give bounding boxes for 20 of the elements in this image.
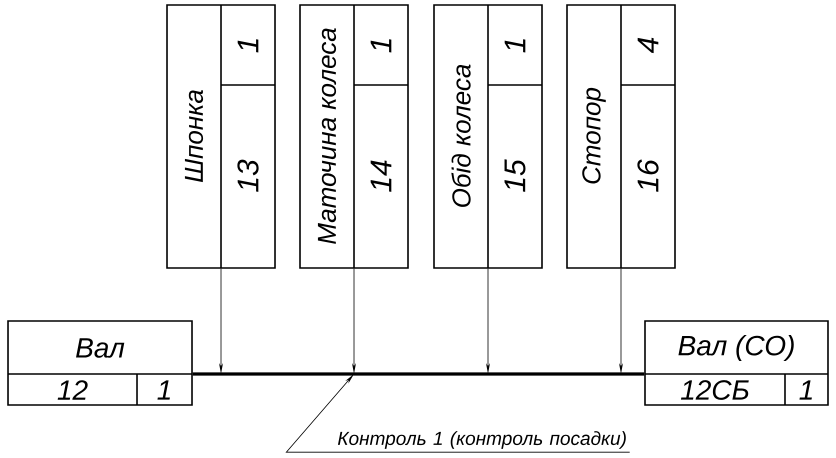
assembly-line bbox=[192, 372, 644, 376]
part-name: Шпонка bbox=[184, 90, 204, 182]
quantity: 1 bbox=[799, 380, 812, 400]
quantity: 1 bbox=[157, 380, 170, 400]
quantity: 1 bbox=[238, 39, 258, 53]
part-number: 14 bbox=[370, 160, 392, 192]
part-name: Стопор bbox=[582, 88, 606, 184]
part-name: Обід колеса bbox=[451, 64, 471, 207]
part-number: 16 bbox=[637, 159, 659, 192]
part-number: 12 bbox=[58, 380, 88, 400]
quantity: 4 bbox=[638, 38, 658, 54]
part-name: Вал (СО) bbox=[678, 334, 794, 362]
quantity: 1 bbox=[504, 39, 526, 53]
part-number: 15 bbox=[504, 159, 526, 192]
note-text: Контроль 1 (контроль посадки) bbox=[338, 431, 626, 449]
part-name: Вал bbox=[76, 338, 124, 358]
part-number: 13 bbox=[237, 160, 259, 192]
part-name: Маточина колеса bbox=[318, 28, 336, 244]
part-number: 12СБ bbox=[680, 380, 749, 400]
quantity: 1 bbox=[370, 39, 392, 53]
